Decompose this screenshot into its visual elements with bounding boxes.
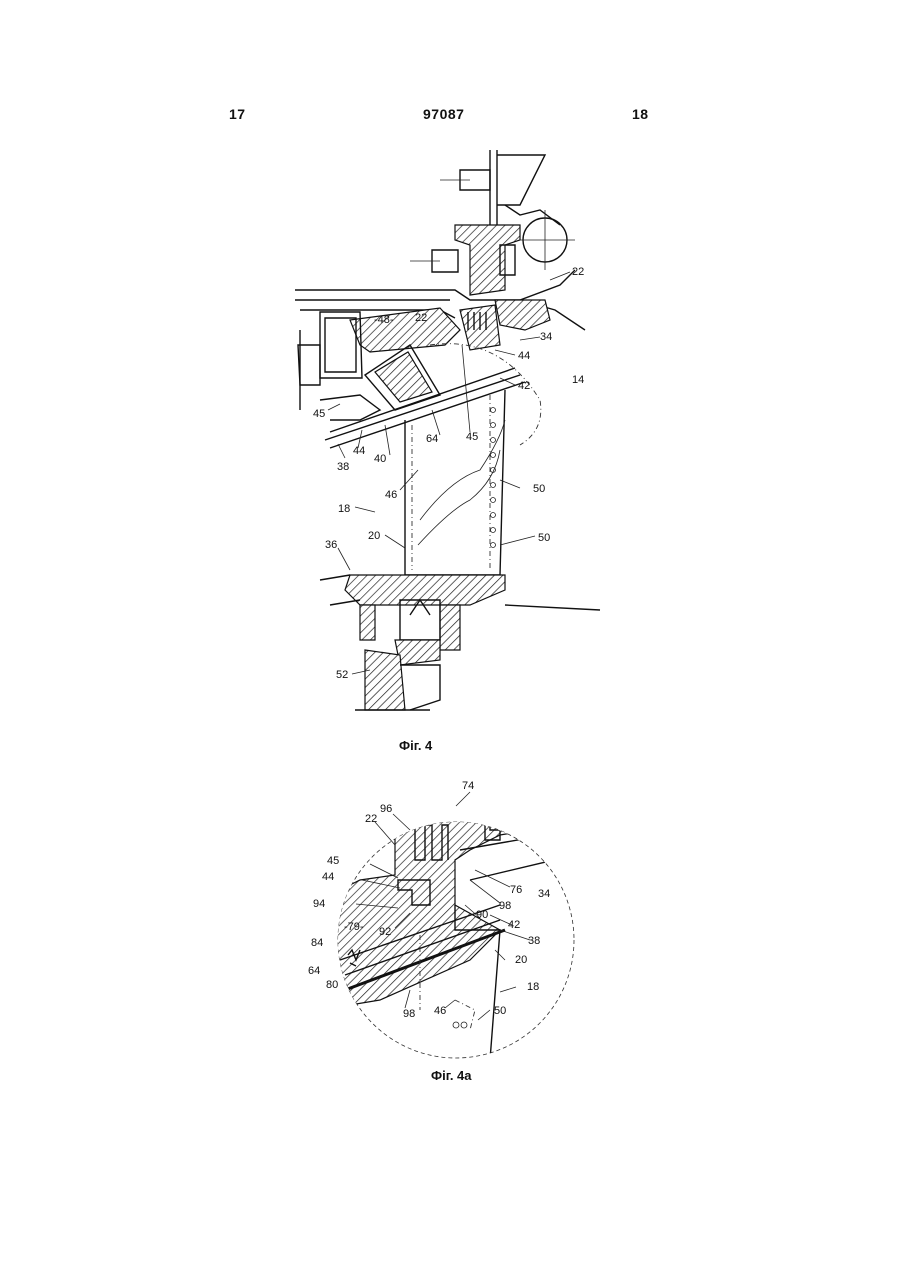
label-80: 80	[326, 979, 338, 991]
label-42: 42	[508, 919, 520, 931]
label-79: -79-	[344, 921, 364, 933]
label-38: 38	[528, 935, 540, 947]
figure-4a-drawing: 74 96 22 45 44 76 34 98 90 94 92 42 -79-…	[0, 0, 901, 1100]
label-44: 44	[322, 871, 334, 883]
label-50: 50	[494, 1005, 506, 1017]
label-20: 20	[515, 954, 527, 966]
label-98: 98	[499, 900, 511, 912]
label-74: 74	[462, 780, 474, 792]
label-98-lower: 98	[403, 1008, 415, 1020]
label-84: 84	[311, 937, 323, 949]
label-92: 92	[379, 926, 391, 938]
label-64: 64	[308, 965, 320, 977]
label-76: 76	[510, 884, 522, 896]
label-45: 45	[327, 855, 339, 867]
label-22: 22	[365, 813, 377, 825]
label-96: 96	[380, 803, 392, 815]
label-90: 90	[476, 909, 488, 921]
label-94: 94	[313, 898, 325, 910]
figure-4a-caption: Фіг. 4а	[431, 1068, 472, 1083]
label-34: 34	[538, 888, 550, 900]
label-46: 46	[434, 1005, 446, 1017]
label-18: 18	[527, 981, 539, 993]
